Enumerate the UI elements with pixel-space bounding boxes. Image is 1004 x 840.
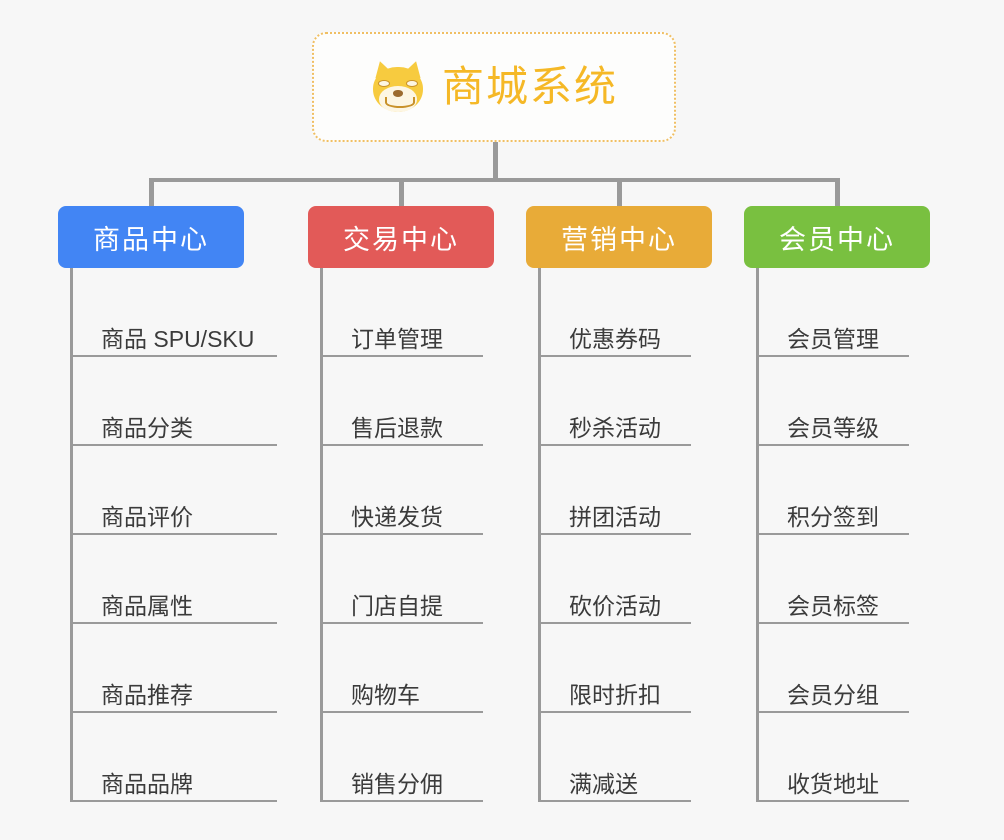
leaf-label: 商品评价	[101, 503, 193, 530]
leaf-underline	[539, 444, 691, 446]
leaf-label: 收货地址	[787, 770, 879, 797]
leaf-label: 会员标签	[787, 592, 879, 619]
leaf-label: 限时折扣	[569, 681, 661, 708]
branch-leaves-2: 优惠券码 秒杀活动 拼团活动 砍价活动 限时折扣 满减送	[526, 268, 712, 802]
leaf-item[interactable]: 商品评价	[58, 446, 277, 535]
leaf-label: 快递发货	[351, 503, 443, 530]
root-title: 商城系统	[441, 63, 618, 110]
leaf-item[interactable]: 商品分类	[58, 357, 277, 446]
leaf-underline	[757, 800, 909, 802]
leaf-underline	[71, 444, 277, 446]
leaf-label: 售后退款	[351, 414, 443, 441]
leaf-label: 商品分类	[101, 414, 193, 441]
leaf-underline	[757, 533, 909, 535]
leaf-label: 会员分组	[787, 681, 879, 708]
leaf-underline	[71, 533, 277, 535]
leaf-item[interactable]: 满减送	[526, 713, 712, 802]
leaf-underline	[71, 355, 277, 357]
leaf-item[interactable]: 积分签到	[744, 446, 930, 535]
leaf-item[interactable]: 收货地址	[744, 713, 930, 802]
branch-spine-3	[756, 268, 759, 802]
leaf-underline	[71, 800, 277, 802]
leaf-underline	[757, 622, 909, 624]
leaf-underline	[321, 533, 483, 535]
leaf-label: 拼团活动	[569, 503, 661, 530]
leaf-label: 砍价活动	[569, 592, 661, 619]
leaf-label: 购物车	[351, 681, 420, 708]
leaf-label: 商品推荐	[101, 681, 193, 708]
leaf-item[interactable]: 订单管理	[308, 268, 494, 357]
leaf-label: 门店自提	[351, 592, 443, 619]
leaf-label: 会员等级	[787, 414, 879, 441]
leaf-underline	[539, 533, 691, 535]
leaf-item[interactable]: 门店自提	[308, 535, 494, 624]
leaf-item[interactable]: 拼团活动	[526, 446, 712, 535]
leaf-item[interactable]: 商品品牌	[58, 713, 277, 802]
branch-spine-1	[320, 268, 323, 802]
leaf-item[interactable]: 会员标签	[744, 535, 930, 624]
leaf-item[interactable]: 商品推荐	[58, 624, 277, 713]
leaf-underline	[321, 622, 483, 624]
branch-drop-connector-0	[149, 178, 154, 206]
branch-spine-0	[70, 268, 73, 802]
leaf-item[interactable]: 会员管理	[744, 268, 930, 357]
leaf-underline	[539, 622, 691, 624]
branch-bus-connector	[151, 178, 837, 182]
leaf-label: 商品属性	[101, 592, 193, 619]
branch-header-2[interactable]: 营销中心	[526, 206, 712, 268]
leaf-item[interactable]: 商品属性	[58, 535, 277, 624]
leaf-underline	[71, 711, 277, 713]
leaf-item[interactable]: 优惠券码	[526, 268, 712, 357]
branch-column-2: 营销中心 优惠券码 秒杀活动 拼团活动 砍价活动 限时折扣	[526, 206, 712, 802]
leaf-item[interactable]: 商品 SPU/SKU	[58, 268, 277, 357]
leaf-underline	[71, 622, 277, 624]
branch-header-1[interactable]: 交易中心	[308, 206, 494, 268]
leaf-underline	[757, 444, 909, 446]
leaf-underline	[321, 444, 483, 446]
leaf-item[interactable]: 秒杀活动	[526, 357, 712, 446]
branch-leaves-0: 商品 SPU/SKU 商品分类 商品评价 商品属性 商品推荐 商品品牌	[58, 268, 277, 802]
leaf-item[interactable]: 售后退款	[308, 357, 494, 446]
leaf-label: 秒杀活动	[569, 414, 661, 441]
root-node[interactable]: 商城系统	[312, 32, 676, 142]
leaf-underline	[539, 711, 691, 713]
leaf-label: 订单管理	[351, 325, 443, 352]
leaf-underline	[539, 355, 691, 357]
branch-spine-2	[538, 268, 541, 802]
leaf-item[interactable]: 会员等级	[744, 357, 930, 446]
leaf-item[interactable]: 限时折扣	[526, 624, 712, 713]
leaf-underline	[757, 355, 909, 357]
leaf-underline	[321, 711, 483, 713]
leaf-underline	[757, 711, 909, 713]
leaf-label: 会员管理	[787, 325, 879, 352]
leaf-item[interactable]: 快递发货	[308, 446, 494, 535]
leaf-underline	[321, 800, 483, 802]
branch-column-3: 会员中心 会员管理 会员等级 积分签到 会员标签 会员分组	[744, 206, 930, 802]
shiba-dog-face-icon	[370, 58, 426, 114]
branch-drop-connector-3	[835, 178, 840, 206]
branch-leaves-3: 会员管理 会员等级 积分签到 会员标签 会员分组 收货地址	[744, 268, 930, 802]
leaf-item[interactable]: 会员分组	[744, 624, 930, 713]
leaf-item[interactable]: 购物车	[308, 624, 494, 713]
leaf-label: 满减送	[569, 770, 638, 797]
leaf-underline	[321, 355, 483, 357]
branch-drop-connector-1	[399, 178, 404, 206]
leaf-underline	[539, 800, 691, 802]
branch-header-0[interactable]: 商品中心	[58, 206, 244, 268]
branch-column-1: 交易中心 订单管理 售后退款 快递发货 门店自提 购物车	[308, 206, 494, 802]
branch-drop-connector-2	[617, 178, 622, 206]
leaf-item[interactable]: 砍价活动	[526, 535, 712, 624]
leaf-label: 商品 SPU/SKU	[101, 325, 255, 352]
branch-leaves-1: 订单管理 售后退款 快递发货 门店自提 购物车 销售分佣	[308, 268, 494, 802]
leaf-label: 优惠券码	[569, 325, 661, 352]
leaf-label: 销售分佣	[351, 770, 443, 797]
branch-header-3[interactable]: 会员中心	[744, 206, 930, 268]
leaf-label: 商品品牌	[101, 770, 193, 797]
leaf-item[interactable]: 销售分佣	[308, 713, 494, 802]
leaf-label: 积分签到	[787, 503, 879, 530]
root-trunk-connector	[493, 142, 498, 180]
branch-column-0: 商品中心 商品 SPU/SKU 商品分类 商品评价 商品属性 商品推荐	[58, 206, 277, 802]
